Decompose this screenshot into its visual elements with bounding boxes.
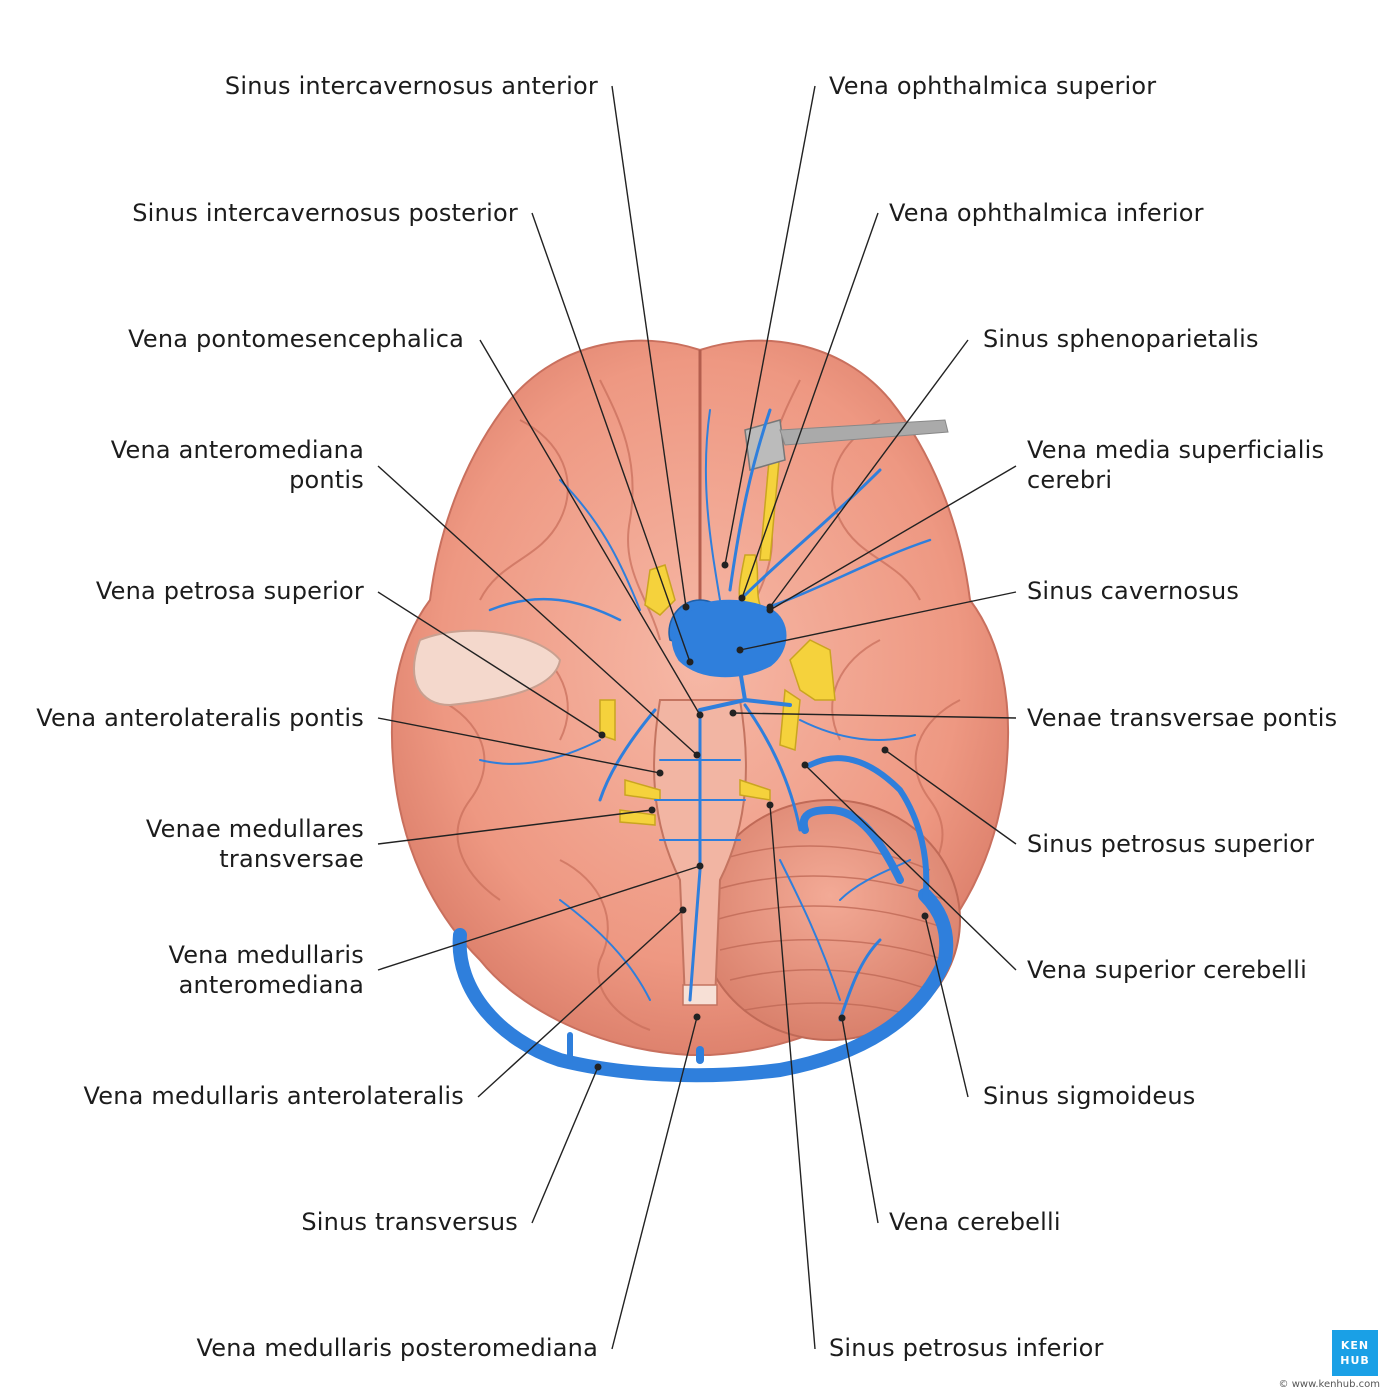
sinus-cavernosus-path [671, 599, 787, 678]
label-sinus-transversus: Sinus transversus [301, 1208, 518, 1236]
leader-endpoints [594, 561, 929, 1071]
label-venae-medullares-transversae: Venae medullares transversae [146, 814, 364, 874]
label-vena-medullaris-anterolateralis: Vena medullaris anterolateralis [83, 1082, 464, 1110]
label-vena-superior-cerebelli: Vena superior cerebelli [1027, 956, 1307, 984]
label-line: Vena anteromediana pontis [110, 436, 364, 494]
label-vena-pontomesencephalica: Vena pontomesencephalica [128, 325, 464, 353]
copyright-footer: © www.kenhub.com [1278, 1379, 1380, 1390]
kenhub-logo: KEN HUB [1332, 1330, 1378, 1376]
label-sinus-sigmoideus: Sinus sigmoideus [983, 1082, 1196, 1110]
label-venae-transversae-pontis: Venae transversae pontis [1027, 704, 1338, 732]
label-vena-petrosa-superior: Vena petrosa superior [95, 577, 364, 605]
label-sinus-intercavernosus-anterior: Sinus intercavernosus anterior [224, 72, 598, 100]
label-vena-ophthalmica-inferior: Vena ophthalmica inferior [889, 199, 1204, 227]
leader-lines [377, 85, 1017, 1350]
sinus-transversus-path [452, 888, 954, 1083]
label-line: Vena media superficialis cerebri [1027, 436, 1325, 494]
label-sinus-cavernosus: Sinus cavernosus [1027, 577, 1240, 605]
label-vena-medullaris-anteromediana: Vena medullaris anteromediana [168, 940, 364, 1000]
label-vena-media-superficialis-cerebri: Vena media superficialis cerebri [1027, 435, 1324, 495]
label-vena-anterolateralis-pontis: Vena anterolateralis pontis [36, 704, 364, 732]
sinus-sigmoideus-path [807, 755, 930, 903]
logo-line-1: KEN [1340, 1339, 1370, 1352]
label-vena-cerebelli: Vena cerebelli [889, 1208, 1061, 1236]
label-sinus-petrosus-inferior: Sinus petrosus inferior [829, 1334, 1104, 1362]
label-vena-anteromediana-pontis: Vena anteromediana pontis [111, 435, 364, 495]
temporal-pole-section [413, 629, 562, 707]
logo-line-2: HUB [1340, 1354, 1370, 1367]
label-sinus-petrosus-superior: Sinus petrosus superior [1027, 830, 1315, 858]
label-sinus-sphenoparietalis: Sinus sphenoparietalis [983, 325, 1259, 353]
label-line: Venae medullares transversae [145, 815, 364, 873]
venous-system [452, 408, 954, 1083]
sinus-petrosus-superior-path [799, 805, 904, 884]
label-line: Vena medullaris anteromediana [168, 941, 364, 999]
label-vena-medullaris-posteromediana: Vena medullaris posteromediana [196, 1334, 598, 1362]
label-vena-ophthalmica-superior: Vena ophthalmica superior [829, 72, 1157, 100]
label-sinus-intercavernosus-posterior: Sinus intercavernosus posterior [132, 199, 518, 227]
